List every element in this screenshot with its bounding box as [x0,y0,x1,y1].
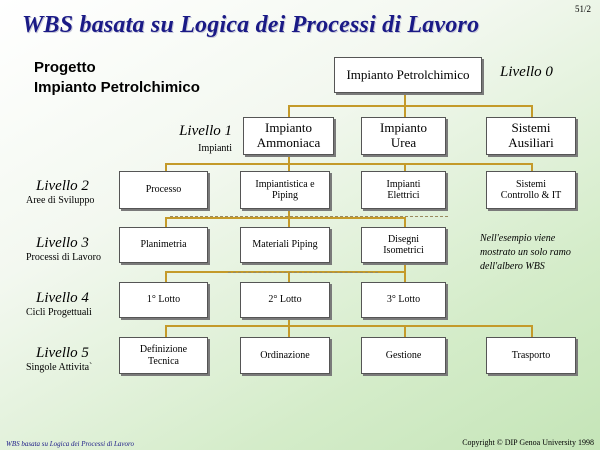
connector-piping-down [288,209,290,218]
connector-level5-drop-4 [531,326,533,337]
connector-level1-drop-3 [531,106,533,117]
connector-level1-drop-2 [404,106,406,117]
page-number: 51/2 [574,4,591,14]
separator-level3-4 [228,272,378,273]
node-level5-trasporto: Trasporto [486,337,576,374]
footer-title: WBS basata su Logica dei Processi di Lav… [6,440,135,448]
connector-level4-drop-2 [288,272,290,282]
level-4-name: Livello 4 [36,290,89,306]
node-level2-piping: Impiantistica e Piping [240,171,330,209]
node-level5-definizione: Definizione Tecnica [119,337,208,374]
connector-level3-drop-2 [288,218,290,227]
level-5-label: Livello 5 Singole Attivita` [26,345,92,373]
level-1-label: Livello 1 Impianti [166,123,232,154]
node-level5-gestione: Gestione [361,337,446,374]
footer-copyright: Copyright © DIP Genoa University 1998 [462,438,594,447]
connector-level1-drop-1 [288,106,290,117]
connector-lotto-down [288,318,290,326]
level-3-label: Livello 3 Processi di Lavoro [26,235,101,263]
connector-level3-drop-3 [404,218,406,227]
level-2-name: Livello 2 [36,178,89,194]
connector-level1-bar [288,105,533,107]
project-label: Progetto Impianto Petrolchimico [34,58,200,98]
connector-level4-drop-3 [404,272,406,282]
connector-isometrici-down [404,263,406,272]
connector-level5-drop-1 [165,326,167,337]
node-level3-isometrici: Disegni Isometrici [361,227,446,263]
connector-level2-drop-2 [288,164,290,171]
level-3-name: Livello 3 [36,235,89,251]
node-level2-elettrici: Impianti Elettrici [361,171,446,209]
project-label-line1: Progetto [34,59,96,76]
level-0-name: Livello 0 [500,64,553,80]
level-5-sub: Singole Attivita` [26,362,93,373]
level-5-name: Livello 5 [36,345,89,361]
connector-root-down [404,92,406,106]
connector-level2-drop-3 [404,164,406,171]
connector-level5-bar [165,325,533,327]
connector-level4-drop-1 [165,272,167,282]
level-1-name: Livello 1 [179,123,232,139]
node-level4-lotto-2: 2° Lotto [240,282,330,318]
connector-level2-drop-1 [165,164,167,171]
connector-level5-drop-2 [288,326,290,337]
level-2-label: Livello 2 Aree di Sviluppo [26,178,94,206]
level-4-sub: Cicli Progettuali [26,307,92,318]
node-level2-controllo: Sistemi Controllo & IT [486,171,576,209]
connector-level3-bar [165,217,406,219]
connector-level5-drop-3 [404,326,406,337]
slide-title: WBS basata su Logica dei Processi di Lav… [22,12,480,38]
connector-level2-drop-4 [531,164,533,171]
level-0-label: Livello 0 [500,64,553,81]
node-level2-processo: Processo [119,171,208,209]
level-2-sub: Aree di Sviluppo [26,195,95,206]
node-level5-ordinazione: Ordinazione [240,337,330,374]
node-level1-ammoniaca: Impianto Ammoniaca [243,117,334,155]
connector-level2-bar [165,163,533,165]
project-label-line2: Impianto Petrolchimico [34,79,200,96]
level-1-sub: Impianti [198,143,232,154]
node-level1-ausiliari: Sistemi Ausiliari [486,117,576,155]
node-level4-lotto-3: 3° Lotto [361,282,446,318]
connector-level3-drop-1 [165,218,167,227]
node-level4-lotto-1: 1° Lotto [119,282,208,318]
connector-ammoniaca-down [288,155,290,164]
level-3-sub: Processi di Lavoro [26,252,101,263]
node-level1-urea: Impianto Urea [361,117,446,155]
node-root: Impianto Petrolchimico [334,57,482,93]
example-note: Nell'esempio viene mostrato un solo ramo… [480,233,571,272]
level-4-label: Livello 4 Cicli Progettuali [26,290,92,318]
node-level3-planimetria: Planimetria [119,227,208,263]
node-level3-materiali: Materiali Piping [240,227,330,263]
separator-level2-3 [170,216,448,217]
